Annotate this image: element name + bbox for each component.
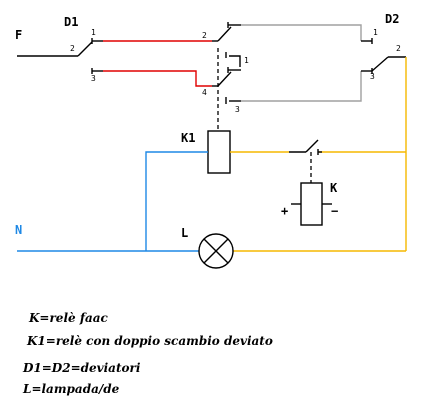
neutral-wires [17,151,208,252]
legend-line-4: L=lampada/de [22,382,120,396]
label-d1: D1 [64,15,78,29]
k-coil [291,182,332,226]
label-n: N [15,223,22,237]
switch-d2 [361,38,406,74]
terminal-d1-3: 3 [91,74,96,83]
terminal-d2-3: 3 [370,72,375,81]
terminal-k1-4: 4 [202,88,207,97]
terminal-d1-2: 2 [70,44,75,53]
k1-coil [207,130,231,174]
gray-wires [241,24,362,102]
terminal-k1-2: 2 [202,31,207,40]
label-k: K [330,181,338,195]
k-contact [289,139,322,155]
k1-contacts [212,22,241,104]
label-l: L [181,226,188,240]
label-minus: − [331,204,338,218]
legend-line-3: D1=D2=deviatori [22,361,141,375]
switch-d1 [77,38,103,74]
terminal-k1-3: 3 [235,105,240,114]
terminal-d1-1: 1 [91,28,96,37]
red-wires [103,40,212,87]
legend-line-2: K1=relè con doppio scambio deviato [26,334,273,348]
label-plus: + [281,204,288,218]
label-k1: K1 [181,131,195,145]
terminal-d2-2: 2 [396,44,401,53]
legend-line-1: K=relè faac [28,311,109,325]
terminal-k1-1: 1 [244,56,249,65]
lamp [198,233,234,269]
return-wires [230,57,407,252]
label-f: F [15,28,22,42]
terminal-d2-1: 1 [373,28,378,37]
label-d2: D2 [385,12,399,26]
